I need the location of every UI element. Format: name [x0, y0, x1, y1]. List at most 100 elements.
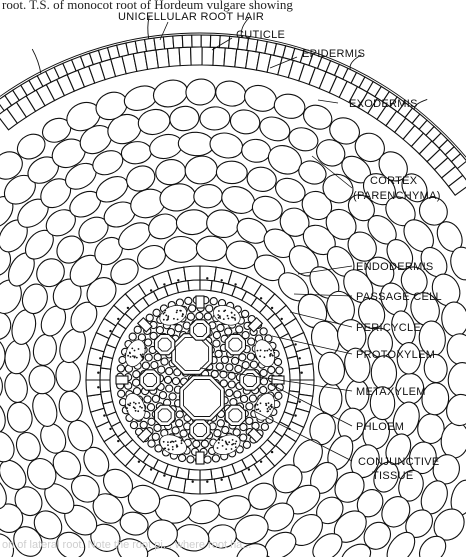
conjunctive-cell [166, 385, 173, 392]
metaxylem-vessel [190, 420, 210, 440]
exodermis-cell [191, 47, 203, 65]
endodermis-cell [299, 380, 314, 396]
phloem-stipple [222, 445, 224, 447]
phloem-stipple [127, 404, 129, 406]
conjunctive-cell [226, 389, 233, 396]
phloem-stipple [228, 318, 230, 320]
phloem-stipple [139, 406, 141, 408]
conjunctive-cell [172, 378, 179, 385]
conjunctive-cell [134, 326, 141, 333]
conjunctive-cell [247, 353, 254, 360]
conjunctive-cell [179, 454, 186, 461]
phloem-stipple [132, 355, 134, 357]
conjunctive-cell [260, 369, 267, 376]
phloem-stipple [254, 404, 256, 406]
label-phloem: PHLOEM [356, 421, 404, 433]
endodermis-thickening [248, 468, 250, 470]
cortex-cell [207, 130, 245, 161]
metaxylem-vessel [190, 320, 210, 340]
cortex-cell [5, 400, 35, 434]
conjunctive-cell [242, 310, 249, 317]
phloem-stipple [232, 439, 234, 441]
phloem-stipple [129, 402, 131, 404]
label-cuticle: CUTICLE [236, 29, 285, 41]
endodermis-thickening [294, 414, 296, 416]
endodermis-thickening [109, 330, 111, 332]
conjunctive-cell [119, 356, 126, 363]
conjunctive-cell [260, 378, 267, 385]
phloem-stipple [225, 448, 227, 450]
label-metaxylem: METAXYLEM [356, 386, 426, 398]
endodermis-thickening [117, 440, 119, 442]
phloem-stipple [225, 442, 227, 444]
phloem-stipple [268, 406, 270, 408]
phloem-stipple [268, 402, 270, 404]
phloem-stipple [265, 404, 267, 406]
phloem-stipple [270, 350, 272, 352]
label-pericycle: PERICYCLE [356, 322, 421, 334]
endodermis-thickening [97, 372, 99, 374]
endodermis-thickening [206, 481, 208, 483]
conjunctive-cell [234, 391, 241, 398]
endodermis-thickening [234, 283, 236, 285]
phloem-stipple [173, 441, 175, 443]
cortex-cell [154, 158, 187, 187]
phloem-stipple [173, 318, 175, 320]
phloem-stipple [176, 312, 178, 314]
endodermis-thickening [192, 481, 194, 483]
conjunctive-cell [169, 393, 176, 400]
conjunctive-cell [166, 368, 173, 375]
phloem-stipple [260, 402, 262, 404]
label-conjunctive-tissue: TISSUE [372, 470, 414, 482]
conjunctive-cell [246, 417, 253, 424]
cortex-cell [29, 390, 61, 430]
phloem-stipple [164, 310, 166, 312]
phloem-stipple [144, 401, 146, 403]
phloem-stipple [269, 408, 271, 410]
conjunctive-cell [274, 358, 281, 365]
label-conjunctive: CONJUNCTIVE [358, 456, 440, 468]
phloem-stipple [271, 354, 273, 356]
conjunctive-cell [156, 327, 163, 334]
conjunctive-cell [212, 455, 219, 462]
phloem-stipple [273, 348, 275, 350]
label-endodermis: ENDODERMIS [356, 261, 434, 273]
conjunctive-cell [268, 366, 275, 373]
endodermis-thickening [127, 307, 129, 309]
conjunctive-cell [133, 371, 140, 378]
xylem-vessels [116, 296, 284, 464]
conjunctive-cell [193, 440, 200, 447]
conjunctive-cell [148, 440, 155, 447]
phloem-stipple [167, 317, 169, 319]
label-epidermis: EPIDERMIS [302, 48, 365, 60]
cortex-cell [229, 108, 262, 136]
phloem-stipple [231, 444, 233, 446]
conjunctive-cell [260, 328, 267, 335]
conjunctive-cell [260, 387, 267, 394]
label-passage-cell: PASSAGE CELL [356, 291, 442, 303]
cortex-cell [199, 106, 230, 131]
conjunctive-cell [236, 326, 243, 333]
endodermis-thickening [103, 414, 105, 416]
conjunctive-cell [117, 365, 124, 372]
phloem-stipple [129, 352, 131, 354]
phloem-stipple [168, 449, 170, 451]
conjunctive-cell [210, 298, 217, 305]
conjunctive-cell [228, 381, 235, 388]
phloem-stipple [130, 356, 132, 358]
phloem-stipple [140, 354, 142, 356]
phloem-stipple [218, 310, 220, 312]
phloem-stipple [254, 356, 256, 358]
metaxylem-vessel [225, 335, 245, 355]
phloem-stipple [259, 410, 261, 412]
conjunctive-cell [152, 395, 159, 402]
cortex-cell [178, 131, 215, 157]
cortex-cell [184, 77, 217, 106]
metaxylem-vessel [240, 370, 260, 390]
endodermis-thickening [260, 297, 262, 299]
phloem-stipple [144, 348, 146, 350]
conjunctive-cell [222, 426, 229, 433]
phloem-stipple [172, 446, 174, 448]
conjunctive-cell [180, 430, 187, 437]
cortex-cell [0, 371, 3, 402]
